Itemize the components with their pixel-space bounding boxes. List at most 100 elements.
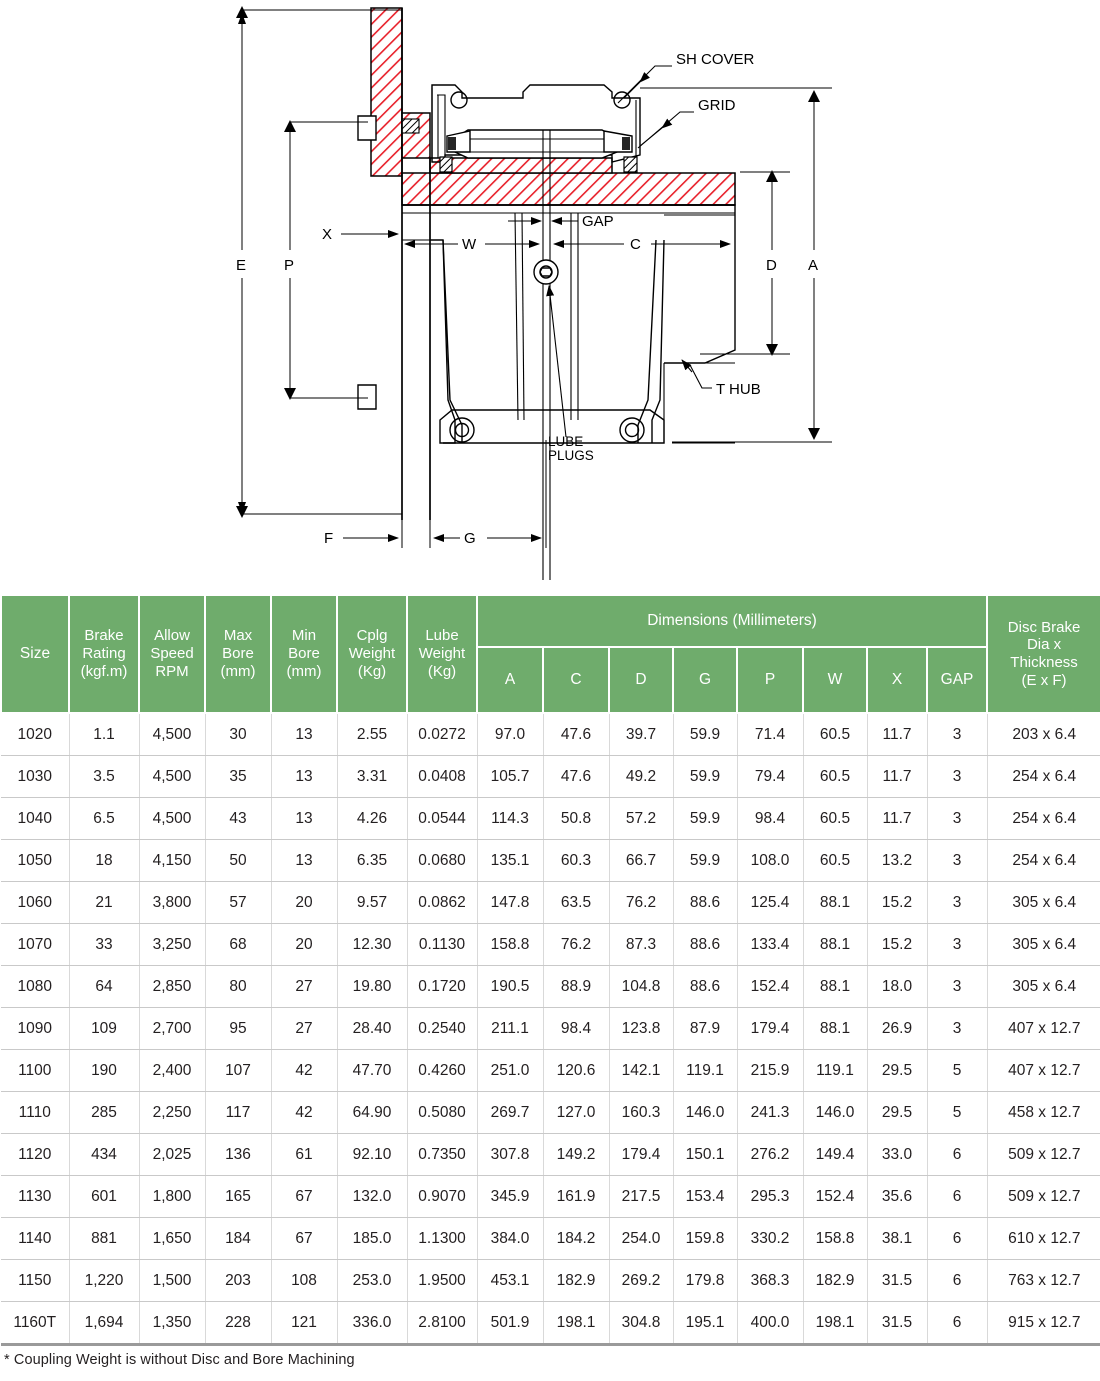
cell-size: 1090 [1,1007,70,1050]
cell-lube_weight: 0.0272 [406,713,478,756]
cell-D: 49.2 [608,755,674,798]
cell-G: 59.9 [672,755,738,798]
cell-lube_weight: 0.5080 [406,1091,478,1134]
cell-X: 11.7 [866,797,928,840]
cell-size: 1020 [1,713,70,756]
cell-G: 153.4 [672,1175,738,1218]
cell-X: 33.0 [866,1133,928,1176]
cell-D: 179.4 [608,1133,674,1176]
cell-A: 384.0 [476,1217,544,1260]
specification-table-wrapper: Size Brake Rating (kgf.m) Allow Speed RP… [0,594,1100,1346]
cell-P: 79.4 [736,755,804,798]
cell-G: 179.8 [672,1259,738,1302]
callout-label-plugs: PLUGS [548,448,594,463]
cell-allow_speed: 2,700 [138,1007,206,1050]
cell-GAP: 3 [926,797,988,840]
cell-C: 161.9 [542,1175,610,1218]
cell-A: 251.0 [476,1049,544,1092]
cell-G: 88.6 [672,965,738,1008]
cell-cplg_weight: 47.70 [336,1049,408,1092]
dim-g-label: G [698,670,712,688]
cell-D: 104.8 [608,965,674,1008]
cell-D: 39.7 [608,713,674,756]
col-header-size-label: Size [19,644,51,662]
cell-D: 160.3 [608,1091,674,1134]
brake-rating-l1: Brake [84,627,124,645]
cell-cplg_weight: 64.90 [336,1091,408,1134]
cell-lube_weight: 0.4260 [406,1049,478,1092]
col-header-allow-speed: Allow Speed RPM [138,594,206,714]
cell-GAP: 6 [926,1301,988,1346]
cell-max_bore: 35 [204,755,272,798]
cell-max_bore: 80 [204,965,272,1008]
cplg-weight-l2: Weight [348,645,396,663]
dimension-label-P: P [284,257,294,274]
cell-A: 453.1 [476,1259,544,1302]
cell-cplg_weight: 6.35 [336,839,408,882]
cell-P: 368.3 [736,1259,804,1302]
col-header-min-bore: Min Bore (mm) [270,594,338,714]
cell-brake_rating: 1,694 [68,1301,140,1346]
cell-A: 147.8 [476,881,544,924]
cell-brake_rating: 21 [68,881,140,924]
cell-C: 47.6 [542,713,610,756]
cell-max_bore: 30 [204,713,272,756]
cell-W: 119.1 [802,1049,868,1092]
cell-C: 149.2 [542,1133,610,1176]
cell-P: 295.3 [736,1175,804,1218]
cell-brake_rating: 6.5 [68,797,140,840]
cell-size: 1150 [1,1259,70,1302]
cell-A: 135.1 [476,839,544,882]
specification-table: Size Brake Rating (kgf.m) Allow Speed RP… [0,594,1100,1346]
cell-size: 1100 [1,1049,70,1092]
cell-G: 87.9 [672,1007,738,1050]
cell-D: 217.5 [608,1175,674,1218]
cell-cplg_weight: 9.57 [336,881,408,924]
cell-allow_speed: 2,025 [138,1133,206,1176]
cell-D: 304.8 [608,1301,674,1346]
cell-allow_speed: 1,650 [138,1217,206,1260]
disc-brake-l1: Disc Brake [1007,618,1081,636]
cell-GAP: 6 [926,1217,988,1260]
cell-G: 88.6 [672,923,738,966]
cell-C: 50.8 [542,797,610,840]
callout-lube-plugs: LUBE PLUGS [546,285,594,463]
cell-disc_brake: 305 x 6.4 [986,881,1100,924]
cell-W: 88.1 [802,881,868,924]
cell-P: 330.2 [736,1217,804,1260]
dimension-label-X: X [322,226,332,243]
dimension-P: P [284,120,368,400]
dimension-F: F [324,520,431,548]
cell-G: 146.0 [672,1091,738,1134]
allow-speed-l2: Speed [150,645,194,663]
cell-GAP: 6 [926,1259,988,1302]
disc-brake-l3: Thickness [1010,654,1078,671]
lube-weight-l3: (Kg) [427,662,457,680]
dimension-G: G [433,530,542,547]
dimension-GAP: GAP [508,213,614,230]
dim-x-label: X [891,670,903,688]
cell-X: 26.9 [866,1007,928,1050]
cell-min_bore: 20 [270,923,338,966]
brake-rating-l3: (kgf.m) [80,662,128,680]
cell-W: 158.8 [802,1217,868,1260]
cell-W: 152.4 [802,1175,868,1218]
dimension-label-C: C [630,236,641,253]
cell-allow_speed: 2,250 [138,1091,206,1134]
allow-speed-l3: RPM [155,662,189,680]
dim-p-label: P [764,670,776,688]
cell-allow_speed: 1,800 [138,1175,206,1218]
cell-W: 60.5 [802,755,868,798]
col-header-brake-rating: Brake Rating (kgf.m) [68,594,140,714]
cell-C: 127.0 [542,1091,610,1134]
cell-size: 1160T [1,1301,70,1346]
cell-cplg_weight: 2.55 [336,713,408,756]
cell-X: 29.5 [866,1091,928,1134]
dimension-label-W: W [462,236,477,253]
max-bore-l2: Bore [222,645,254,663]
